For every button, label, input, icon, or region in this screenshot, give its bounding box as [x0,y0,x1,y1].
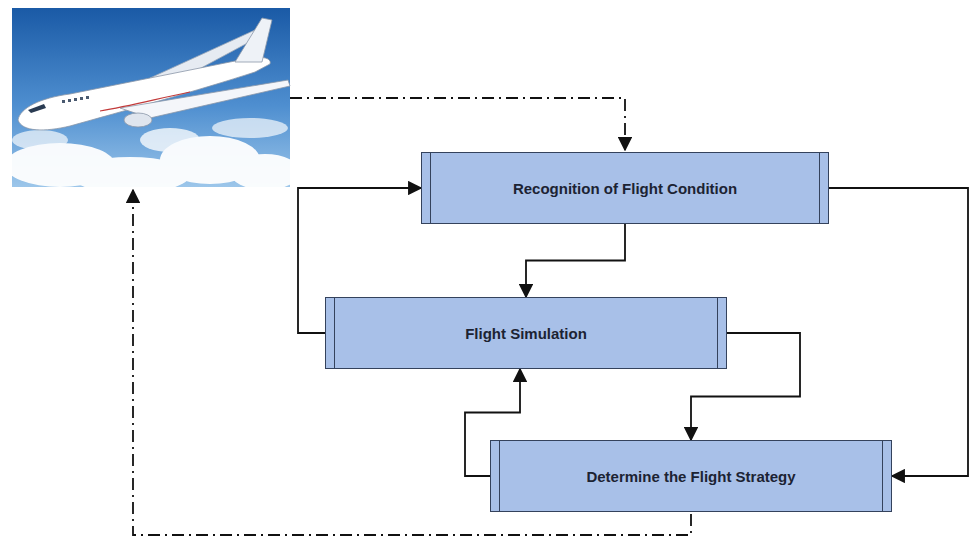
process-box: Determine the Flight Strategy [490,440,892,512]
dashdot-feed-line [290,98,625,150]
process-box: Flight Simulation [325,297,727,369]
process-box: Recognition of Flight Condition [421,152,829,224]
box-label: Determine the Flight Strategy [586,468,795,485]
flow-arrow [526,224,625,297]
flow-arrow [829,188,968,476]
airplane-picture [5,8,300,193]
box-label: Recognition of Flight Condition [513,180,737,197]
box-label: Flight Simulation [465,325,587,342]
